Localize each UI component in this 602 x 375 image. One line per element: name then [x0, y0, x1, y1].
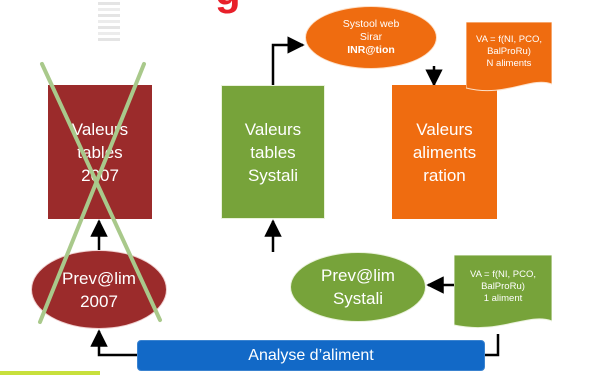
arrow-analyse-to-va-1-aliment: [485, 334, 500, 357]
valeurs-tables-systali-box: Valeurs tables Systali: [221, 85, 325, 219]
systool-line-2: Sirar: [359, 31, 383, 43]
valeurs-aliments-ration-box: Valeurs aliments ration: [392, 85, 497, 219]
va-n-aliments-flag: VA = f(NI, PCO, BalProRu) N aliments: [475, 34, 543, 69]
arrow-analyse-to-prevalim-2007: [90, 329, 137, 357]
va-n-aliments-flag-shape: [466, 22, 552, 92]
systool-ellipse: Systool web Sirar INR@tion: [305, 6, 437, 69]
analyse-aliment-banner: Analyse d’aliment: [137, 340, 485, 371]
accent-bar: [0, 371, 100, 375]
va-1-aliment-flag-shape: [454, 255, 552, 329]
arrow-tables-systali-to-systool: [271, 36, 305, 85]
va-1-aliment-flag: VA = f(NI, PCO, BalProRu) 1 aliment: [469, 269, 537, 304]
page-title: g: [215, 0, 241, 15]
prevalim-systali-ellipse: Prev@lim Systali: [290, 252, 426, 322]
decorative-gray-stripes: [98, 0, 120, 42]
valeurs-tables-2007-box: Valeurs tables 2007: [48, 85, 152, 219]
systool-line-3: INR@tion: [347, 44, 395, 56]
systool-line-1: Systool web: [342, 18, 400, 30]
